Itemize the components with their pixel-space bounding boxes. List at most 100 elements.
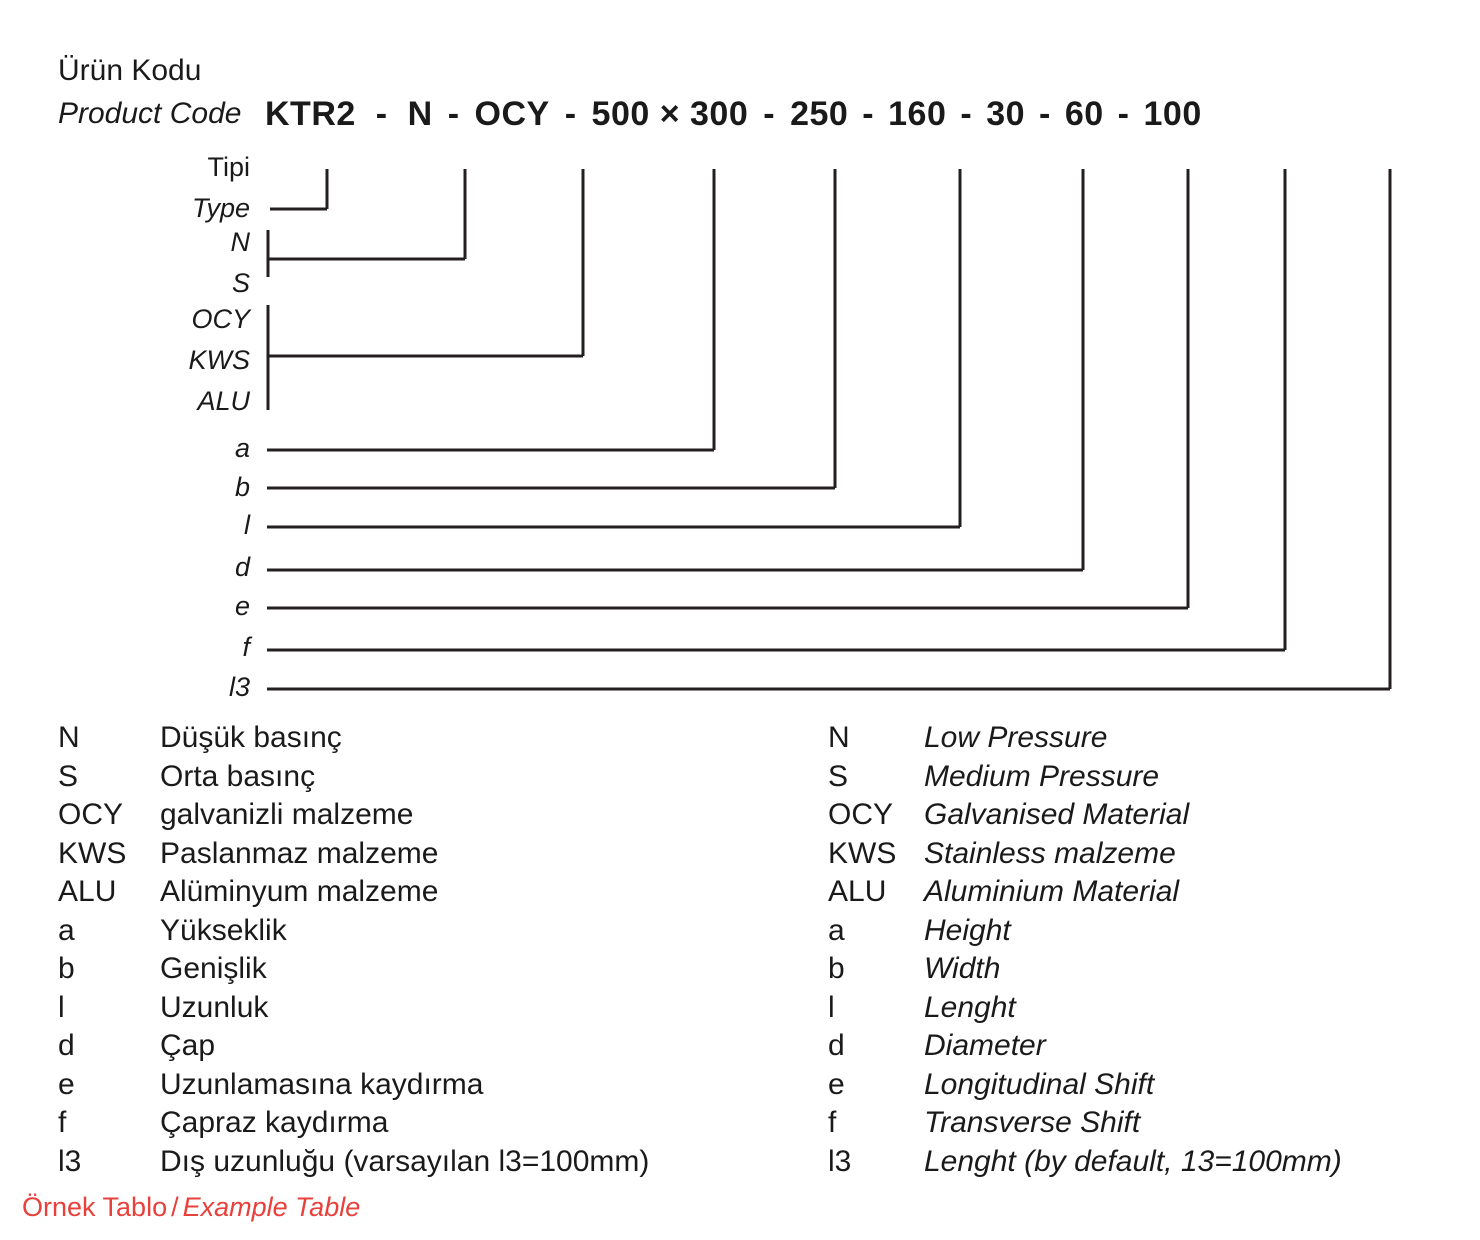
legend-description: Orta basınç [160, 759, 316, 793]
diagram-label-e: e [234, 591, 250, 621]
code-token-4: 250 [790, 95, 849, 133]
legend-key: S [828, 759, 849, 793]
legend-description: Uzunluk [160, 990, 269, 1024]
code-separator: - [447, 95, 460, 133]
diagram-label-tipi: Tipi [207, 152, 250, 182]
legend-description: Low Pressure [924, 721, 1108, 754]
legend-key: N [58, 721, 80, 754]
legend-key: b [828, 952, 845, 985]
code-token-2: OCY [474, 95, 550, 133]
diagram-label-type: Type [191, 193, 250, 223]
legend-key: a [58, 913, 75, 947]
code-token-0: KTR2 [265, 95, 356, 133]
legend-row: a Yükseklik [58, 913, 649, 954]
code-separator: - [1039, 95, 1051, 133]
legend-key: l [828, 990, 835, 1024]
legend-row: N Düşük basınç [58, 722, 649, 761]
caption-slash: / [171, 1192, 179, 1222]
code-separator: - [763, 95, 776, 133]
legend-description: Uzunlamasına kaydırma [160, 1067, 484, 1101]
legend-description: Yükseklik [160, 913, 287, 947]
legend-description: Longitudinal Shift [924, 1067, 1155, 1101]
diagram-label-alu: ALU [197, 386, 250, 416]
legend-key: f [828, 1106, 837, 1139]
leader-lines [266, 169, 1392, 691]
caption-tr: Örnek Tablo [22, 1192, 168, 1222]
legend-key: l3 [828, 1144, 852, 1178]
legend-row: ALU Aluminium Material [828, 876, 1342, 915]
legend-key: ALU [58, 875, 117, 908]
legend-key: KWS [58, 836, 127, 870]
code-token-3: 500 × 300 [591, 95, 749, 133]
diagram-label-n: N [230, 227, 251, 257]
legend-key: l3 [58, 1144, 82, 1178]
legend-key: e [58, 1067, 75, 1101]
legend-description: Stainless malzeme [924, 836, 1176, 870]
legend-description: Çap [160, 1029, 216, 1062]
code-separator: - [375, 95, 388, 133]
legend-description: Height [924, 913, 1011, 947]
legend-row: KWS Paslanmaz malzeme [58, 836, 649, 877]
legend-row: N Low Pressure [828, 722, 1342, 761]
code-token-5: 160 [888, 95, 947, 133]
legend-description: Aluminium Material [924, 875, 1180, 908]
diagram-label-kws: KWS [188, 345, 250, 375]
code-token-8: 100 [1143, 95, 1202, 133]
legend-key: N [828, 721, 850, 754]
legend-description: Dış uzunluğu (varsayılan l3=100mm) [160, 1144, 650, 1178]
diagram-label-d: d [234, 552, 250, 582]
legend-row: b Genişlik [58, 953, 649, 992]
product-code-header: Ürün Kodu Product Code KTR2-N-OCY-500 × … [0, 0, 1480, 145]
legend-description: Çapraz kaydırma [160, 1106, 389, 1139]
legend-row: f Çapraz kaydırma [58, 1107, 649, 1146]
legend-description: Lenght (by default, 13=100mm) [924, 1144, 1342, 1178]
code-token-1: N [407, 95, 433, 133]
code-token-6: 30 [986, 95, 1026, 133]
diagram-label-l: l [244, 510, 250, 540]
legend-description: Alüminyum malzeme [160, 875, 439, 908]
legend-description: Paslanmaz malzeme [160, 836, 439, 870]
legend-description: Lenght [924, 990, 1016, 1024]
legend-key: ALU [828, 875, 887, 908]
diagram-label-s: S [231, 268, 250, 298]
legend-description: Medium Pressure [924, 759, 1160, 793]
code-separator: - [862, 95, 875, 133]
product-code-label-tr: Ürün Kodu [58, 54, 202, 87]
example-table-caption: Örnek Tablo/Example Table [22, 1192, 360, 1223]
code-separator: - [564, 95, 577, 133]
legend-row: S Orta basınç [58, 759, 649, 800]
legend-row: OCY Galvanised Material [828, 799, 1342, 838]
legend-row: e Uzunlamasına kaydırma [58, 1067, 649, 1108]
diagram-label-b: b [234, 472, 250, 502]
code-token-7: 60 [1064, 95, 1104, 133]
diagram-label-f: f [242, 632, 250, 662]
legend-key: f [58, 1106, 67, 1139]
legend-description: Galvanised Material [924, 798, 1190, 831]
code-separator: - [1117, 95, 1130, 133]
legend-description: Düşük basınç [160, 721, 342, 754]
legend-description: Genişlik [160, 952, 267, 985]
legend-key: S [58, 759, 79, 793]
legend-key: OCY [828, 798, 894, 831]
legend-row: l3 Dış uzunluğu (varsayılan l3=100mm) [58, 1144, 650, 1185]
product-code-label-en: Product Code [58, 97, 242, 130]
legend-key: a [828, 913, 845, 947]
legend-row: l Lenght [828, 990, 1342, 1031]
diagram-label-ocy: OCY [191, 304, 250, 334]
legend-key: b [58, 952, 75, 985]
code-separator: - [960, 95, 973, 133]
product-code-breakdown-diagram: Tipi Type N S OCY KWS ALU a b l d e f l3 [0, 140, 1480, 710]
legend-row: S Medium Pressure [828, 759, 1342, 800]
legend-description: galvanizli malzeme [160, 798, 414, 831]
legend-row: b Width [828, 953, 1342, 992]
legend-key: e [828, 1067, 845, 1101]
legend-description: Width [924, 952, 1001, 985]
diagram-label-a: a [234, 433, 250, 463]
